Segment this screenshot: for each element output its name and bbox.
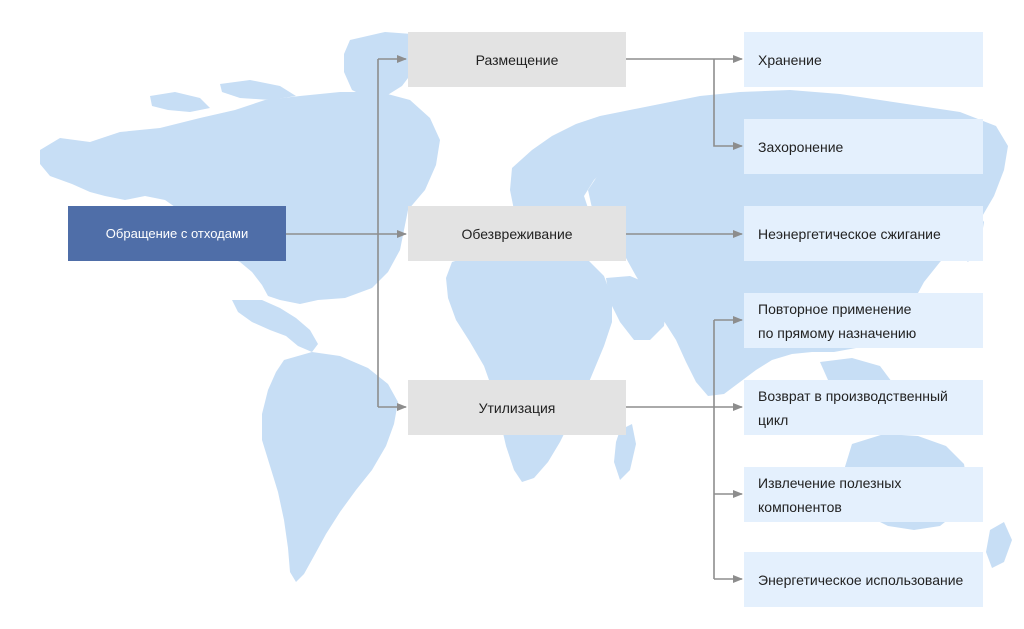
root-node-waste-management: Обращение с отходами [68,206,286,261]
north-america-shape [40,92,440,304]
group-node-label: Утилизация [478,399,556,416]
group-node-label: Размещение [475,51,559,68]
leaf-node-burial: Захоронение [744,119,983,174]
leaf-node-label: Возврат в производственный цикл [758,387,948,428]
south-america-shape [262,352,398,582]
leaf-node-return-to-cycle: Возврат в производственный цикл [744,380,983,435]
leaf-node-label: Повторное применение по прямому назначен… [758,300,917,341]
madagascar-shape [614,424,636,480]
greenland-shape [344,32,418,98]
central-america-shape [232,300,318,352]
group-node-placement: Размещение [408,32,626,87]
group-node-neutralization: Обезвреживание [408,206,626,261]
leaf-node-label: Извлечение полезных компонентов [758,474,902,515]
root-node-label: Обращение с отходами [105,225,249,241]
group-node-label: Обезвреживание [461,225,573,242]
group-node-utilization: Утилизация [408,380,626,435]
leaf-node-label: Неэнергетическое сжигание [758,225,941,242]
new-zealand-shape [986,522,1012,568]
leaf-node-non-energy-incineration: Неэнергетическое сжигание [744,206,983,261]
leaf-node-reuse: Повторное применение по прямому назначен… [744,293,983,348]
africa-shape [446,250,612,482]
leaf-node-storage: Хранение [744,32,983,87]
connector-placement-to-burial [713,59,743,150]
leaf-node-label: Захоронение [758,138,844,155]
arctic-islands-shape [150,92,210,112]
leaf-node-label: Хранение [758,51,822,68]
leaf-node-extraction: Извлечение полезных компонентов [744,467,983,522]
arctic-islands-shape-2 [220,80,296,100]
leaf-node-label: Энергетическое использование [758,571,964,588]
leaf-node-energy-use: Энергетическое использование [744,552,983,607]
arabia-shape [606,276,666,340]
